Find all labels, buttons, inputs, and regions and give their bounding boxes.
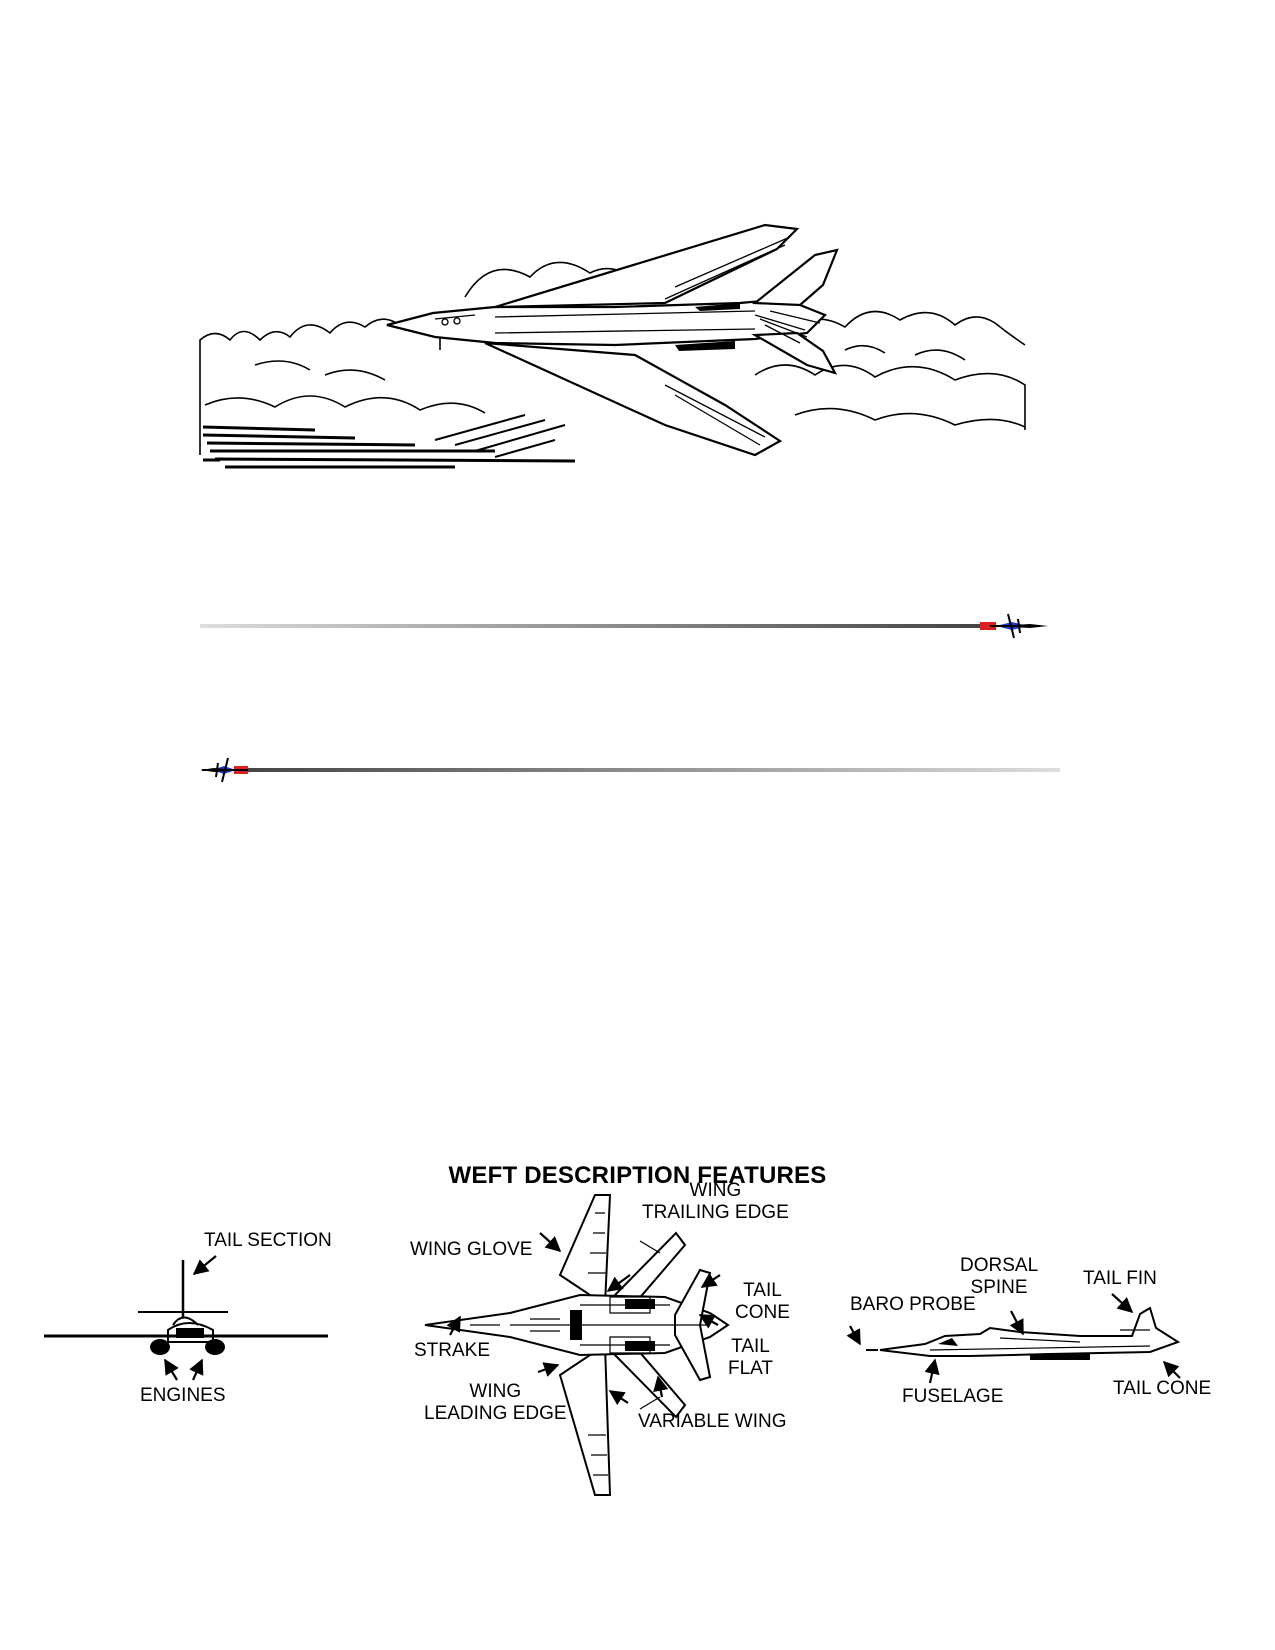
tail-fin-arrow [1111, 1293, 1134, 1314]
baro-probe-arrow [846, 1325, 861, 1346]
label-tail-flat: TAIL FLAT [728, 1336, 774, 1379]
label-tail-fin: TAIL FIN [1083, 1268, 1157, 1289]
strake-arrow [446, 1315, 461, 1336]
front-view-diagram: TAIL SECTION ENGINES [38, 1230, 378, 1420]
label-engines: ENGINES [140, 1385, 226, 1406]
engines-arrow-right [189, 1358, 204, 1381]
dorsal-spine-arrow [1009, 1310, 1024, 1336]
fuselage-arrow [924, 1358, 940, 1384]
jet-flying-right-divider [200, 611, 1060, 641]
tail-cone-arrow [700, 1272, 721, 1288]
features-title: WEFT DESCRIPTION FEATURES [448, 1162, 827, 1189]
tail-section-arrow [192, 1255, 217, 1275]
label-baro-probe: BARO PROBE [850, 1294, 976, 1315]
side-view-aircraft [846, 1293, 1181, 1384]
wing-trailing-edge-arrow [606, 1274, 631, 1292]
engines-arrow-left [164, 1358, 179, 1381]
top-view-diagram: WING TRAILING EDGE WING GLOVE TAIL CONE … [410, 1180, 830, 1510]
variable-wing-arrow-right [653, 1375, 669, 1398]
label-fuselage: FUSELAGE [902, 1386, 1004, 1407]
wing-leading-edge-arrow [537, 1362, 560, 1377]
label-dorsal-spine: DORSAL SPINE [960, 1255, 1039, 1298]
label-wing-leading-edge: WING LEADING EDGE [424, 1381, 567, 1424]
label-tail-section: TAIL SECTION [204, 1230, 332, 1251]
tail-cone-side-arrow [1162, 1360, 1181, 1379]
label-variable-wing: VARIABLE WING [638, 1411, 787, 1432]
variable-wing-arrow-left [608, 1390, 629, 1406]
jet-flying-left-divider [200, 755, 1060, 785]
wing-glove-arrow [539, 1232, 562, 1253]
label-strake: STRAKE [414, 1340, 491, 1361]
bomber-over-clouds-illustration [195, 215, 1035, 480]
front-view-aircraft [44, 1255, 328, 1381]
label-wing-glove: WING GLOVE [410, 1239, 533, 1260]
tail-flat-arrow [698, 1314, 719, 1329]
label-wing-trailing-edge: WING TRAILING EDGE [642, 1180, 789, 1223]
label-tail-cone: TAIL CONE [735, 1280, 790, 1323]
side-view-diagram: DORSAL SPINE TAIL FIN BARO PROBE FUSELAG… [846, 1255, 1250, 1418]
label-tail-cone-side: TAIL CONE [1113, 1378, 1212, 1399]
top-view-aircraft [424, 1194, 730, 1496]
